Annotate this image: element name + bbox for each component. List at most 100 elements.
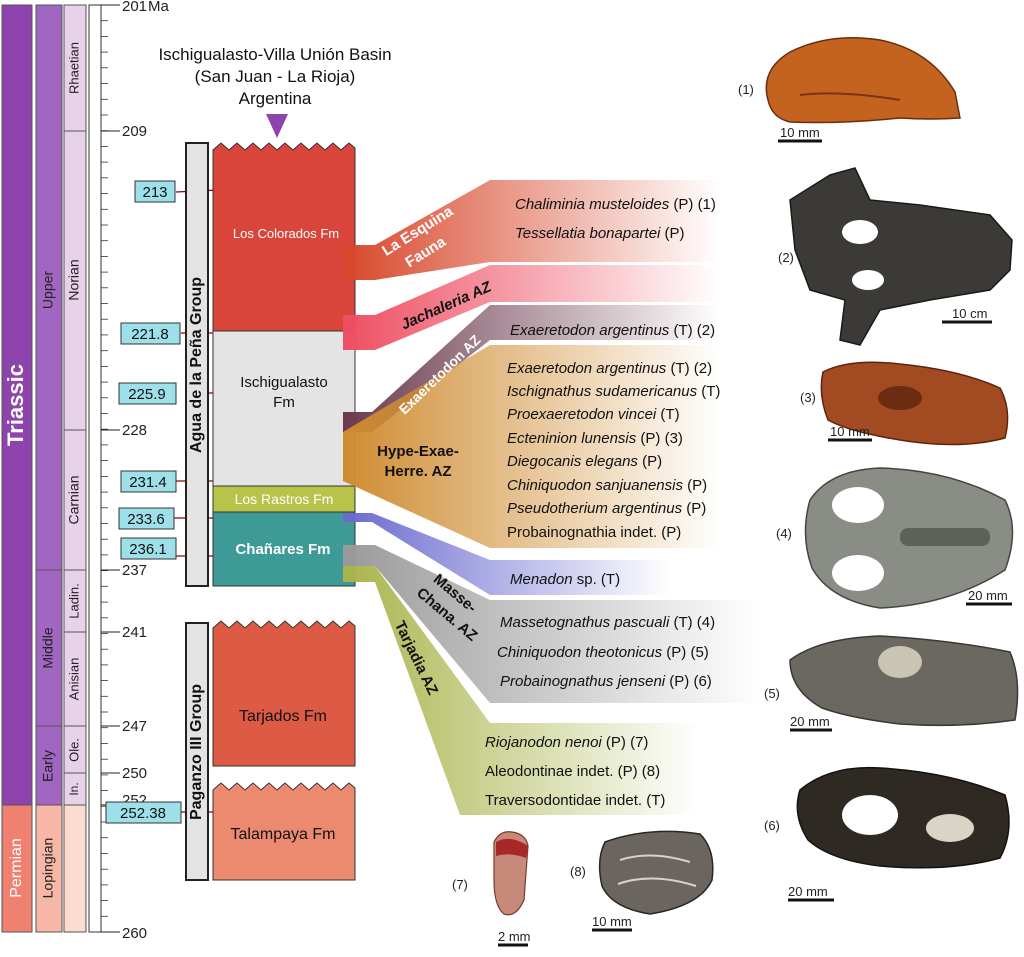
- specimen-1-label: (1): [738, 82, 754, 97]
- zone-exaeretodon-band: [343, 305, 720, 432]
- zone-bands: [343, 180, 760, 815]
- specimen-3-scale-label: 10 mm: [830, 424, 870, 439]
- zone-hype-label-1: Hype-Exae-: [377, 443, 459, 460]
- specimen-1-skull-image: [765, 36, 961, 124]
- age-box-236-text: 236.1: [129, 541, 167, 558]
- stage-norian-label: Norian: [66, 259, 82, 300]
- period-column: Triassic Permian: [1, 4, 33, 933]
- taxon-esquina-2: Tessellatia bonapartei (P): [515, 225, 685, 242]
- formations-column: Los Colorados Fm Ischigualasto Fm Los Ra…: [212, 142, 356, 881]
- specimen-5-label: (5): [764, 686, 780, 701]
- specimen-4-label: (4): [776, 526, 792, 541]
- formation-tarjados-label: Tarjados Fm: [239, 708, 327, 725]
- specimen-2-skull-image: [789, 167, 1013, 346]
- specimen-8-fossil-image: [598, 830, 714, 915]
- specimen-6-orbit: [926, 814, 974, 842]
- stage-lopingian-block: [63, 804, 87, 933]
- formation-ischigualasto-block: [212, 330, 356, 487]
- specimen-8-detail: [617, 854, 697, 887]
- epoch-middle-block: [35, 569, 63, 727]
- specimen-3-label: (3): [800, 390, 816, 405]
- epoch-lopingian-label: Lopingian: [40, 838, 56, 899]
- radiometric-ages: 213 221.8 225.9 231.4 233.6 236.1 252.38: [105, 180, 263, 824]
- group-agua-label: Agua de la Peña Group: [188, 277, 205, 453]
- epoch-column: Upper Middle Early Lopingian: [35, 4, 63, 933]
- age-label-228: 228: [122, 422, 147, 439]
- specimen-2-fenestra: [842, 220, 878, 244]
- period-triassic-label: Triassic: [3, 364, 28, 446]
- specimen-6-fenestra: [842, 795, 898, 835]
- period-permian-block: [1, 804, 33, 933]
- specimen-1-scale-label: 10 mm: [780, 125, 820, 140]
- age-box-213-text: 213: [142, 184, 167, 201]
- specimen-5-orbit: [878, 646, 922, 678]
- group-paganzo-bar: [185, 622, 209, 881]
- formation-los-colorados-block: [212, 142, 356, 332]
- epoch-lopingian-block: [35, 804, 63, 933]
- specimen-3-orbit: [878, 386, 922, 410]
- age-box-252: [105, 801, 182, 824]
- formation-talampaya-label: Talampaya Fm: [231, 826, 336, 843]
- epoch-upper-label: Upper: [40, 271, 56, 309]
- zone-hype-band: [343, 345, 720, 548]
- group-paganzo-label: Paganzo III Group: [188, 684, 205, 820]
- age-label-250: 250: [122, 765, 147, 782]
- specimen-7-crown: [496, 838, 528, 858]
- age-label-241: 241: [122, 624, 147, 641]
- stage-rhaetian-label: Rhaetian: [66, 42, 81, 94]
- specimen-5-skull-image: [789, 635, 1019, 727]
- age-box-252-text: 252.38: [120, 805, 166, 822]
- stage-column: Rhaetian Norian Carnian Ladin. Anisian O…: [63, 4, 87, 933]
- specimen-8-label: (8): [570, 864, 586, 879]
- specimen-7-label: (7): [452, 877, 468, 892]
- age-box-225-text: 225.9: [128, 386, 166, 403]
- taxon-hype-5: Diegocanis elegans (P): [507, 453, 662, 470]
- specimen-7-scale-label: 2 mm: [498, 929, 531, 944]
- age-box-221: [120, 322, 181, 345]
- age-label-247: 247: [122, 718, 147, 735]
- taxon-masse-2: Chiniquodon theotonicus (P) (5): [497, 644, 709, 661]
- taxon-exaeretodon-1: Exaeretodon argentinus (T) (2): [510, 322, 715, 339]
- taxon-esquina-1: Chaliminia musteloides (P) (1): [515, 196, 716, 213]
- age-box-231: [120, 470, 177, 493]
- specimen-photos: (1) 10 mm (2) 10 cm (3) 10 mm (4) 20 mm …: [452, 36, 1019, 947]
- taxon-tarjadia-3: Traversodontidae indet. (T): [485, 792, 665, 809]
- basin-title-line2: (San Juan - La Rioja): [195, 67, 356, 86]
- age-box-213: [134, 180, 176, 203]
- basin-title: Ischigualasto-Villa Unión Basin (San Jua…: [158, 45, 392, 138]
- period-permian-label: Permian: [8, 838, 25, 898]
- zone-hype-label-2: Herre. AZ: [385, 463, 452, 480]
- age-box-231-text: 231.4: [129, 474, 167, 491]
- age-minor-ticks: [101, 20, 108, 917]
- age-box-225: [118, 382, 177, 405]
- specimen-2-label: (2): [778, 250, 794, 265]
- stage-ladinian-label: Ladin.: [66, 583, 81, 618]
- taxon-hype-4: Ecteninion lunensis (P) (3): [507, 430, 683, 447]
- age-box-221-text: 221.8: [131, 326, 169, 343]
- taxa-lists: Chaliminia musteloides (P) (1) Tessellat…: [485, 196, 720, 809]
- basin-title-line1: Ischigualasto-Villa Unión Basin: [158, 45, 391, 64]
- formation-ischigualasto-label-1: Ischigualasto: [240, 374, 328, 391]
- stage-induan-label: In.: [67, 782, 81, 795]
- epoch-middle-label: Middle: [40, 627, 56, 668]
- epoch-upper-block: [35, 4, 63, 571]
- stage-anisian-label: Anisian: [66, 658, 81, 701]
- basin-title-line3: Argentina: [239, 89, 312, 108]
- age-scale-bar: [88, 4, 102, 933]
- age-label-209: 209: [122, 123, 147, 140]
- formation-ischigualasto-label-2: Fm: [273, 394, 295, 411]
- taxon-hype-1: Exaeretodon argentinus (T) (2): [507, 360, 712, 377]
- age-label-201: 201: [122, 0, 147, 15]
- taxon-masse-3: Probainognathus jenseni (P) (6): [500, 673, 712, 690]
- specimen-4-palate: [900, 528, 990, 546]
- zone-masse-band: [343, 545, 760, 703]
- specimen-4-scale-label: 20 mm: [968, 588, 1008, 603]
- specimen-4-fenestra: [832, 487, 884, 523]
- taxon-hype-3: Proexaeretodon vincei (T): [507, 406, 680, 423]
- age-box-233-text: 233.6: [127, 511, 165, 528]
- age-box-236: [120, 537, 177, 560]
- formation-talampaya-block: [212, 782, 356, 881]
- formation-chanares-label: Chañares Fm: [235, 541, 330, 558]
